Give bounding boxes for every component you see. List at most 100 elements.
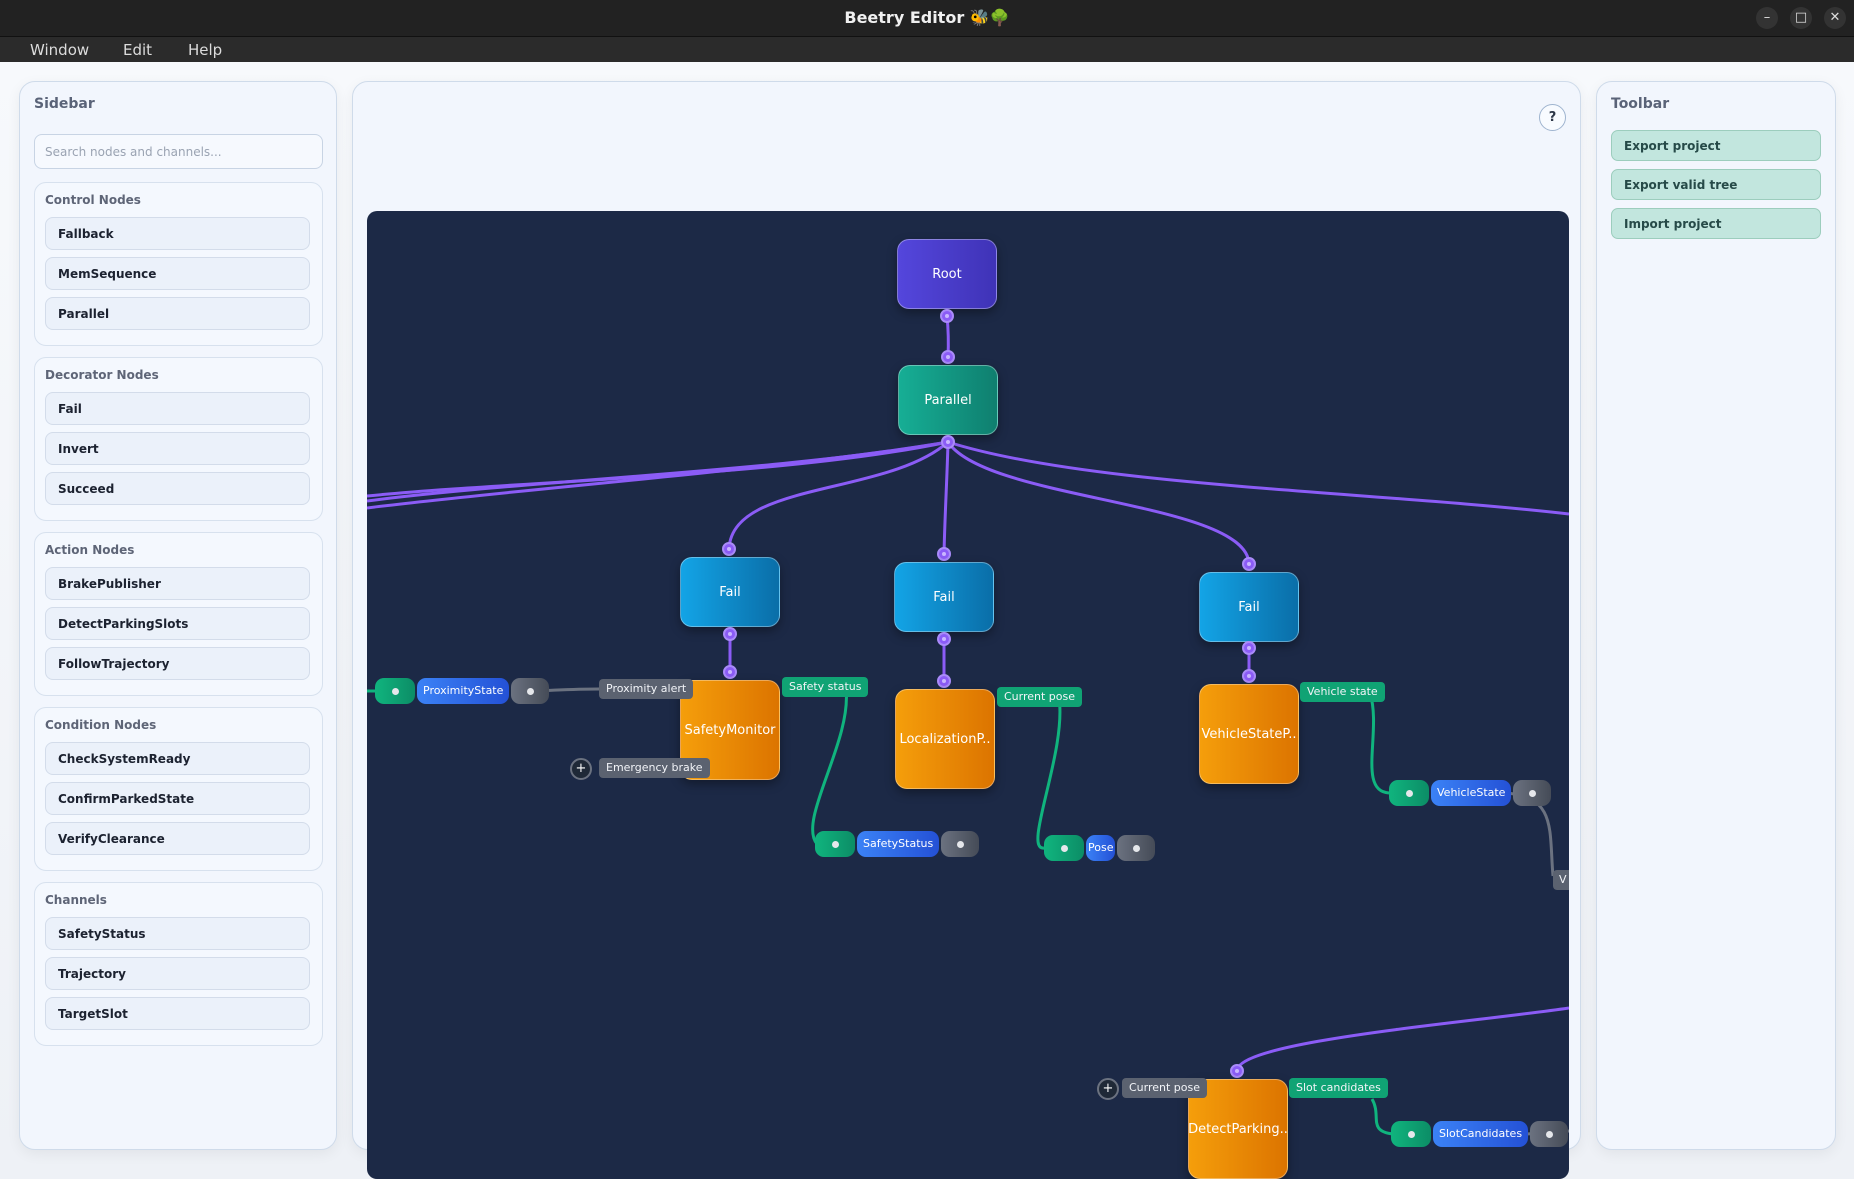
edge-current-pose xyxy=(1036,697,1062,850)
help-button[interactable]: ? xyxy=(1539,104,1566,131)
menu-edit[interactable]: Edit xyxy=(123,41,153,59)
channel-output-handle[interactable] xyxy=(1530,1121,1569,1147)
node-fail-3[interactable]: Fail xyxy=(1199,572,1299,642)
channel-input-handle[interactable] xyxy=(1391,1121,1431,1147)
import-project-button[interactable]: Import project xyxy=(1611,208,1821,239)
toolbar-title: Toolbar xyxy=(1611,96,1670,112)
sidebar-item-fallback[interactable]: Fallback xyxy=(45,217,310,250)
port-fail1-out[interactable] xyxy=(723,627,737,641)
group-title: Action Nodes xyxy=(45,543,135,557)
minimize-button[interactable]: – xyxy=(1756,7,1778,29)
menu-window[interactable]: Window xyxy=(30,41,90,59)
menu-bar: Window Edit Help xyxy=(0,36,1854,62)
input-port-proximity-alert[interactable]: Proximity alert xyxy=(599,679,694,699)
port-vehiclestate-in[interactable] xyxy=(1242,669,1256,683)
search-input[interactable] xyxy=(34,134,323,169)
channel-safety-status[interactable]: SafetyStatus xyxy=(815,831,980,857)
channel-input-handle[interactable] xyxy=(375,678,415,704)
channel-name: SafetyStatus xyxy=(857,831,940,857)
channel-proximity-state[interactable]: ProximityState xyxy=(375,678,550,704)
output-port-vehicle-state[interactable]: Vehicle state xyxy=(1300,682,1385,702)
edge-parallel-offscreen-left2 xyxy=(367,440,949,503)
add-channel-icon[interactable]: + xyxy=(570,758,592,780)
output-port-current-pose[interactable]: Current pose xyxy=(997,687,1083,707)
input-port-current-pose[interactable]: Current pose xyxy=(1122,1078,1208,1098)
edge-parallel-fail1 xyxy=(727,440,949,550)
sidebar-item-memsequence[interactable]: MemSequence xyxy=(45,257,310,290)
channel-name: Pose xyxy=(1086,835,1116,861)
port-fail3-out[interactable] xyxy=(1242,641,1256,655)
channel-pose[interactable]: Pose xyxy=(1044,835,1156,861)
add-channel-icon[interactable]: + xyxy=(1097,1078,1119,1100)
port-parallel-in[interactable] xyxy=(941,350,955,364)
channel-output-handle[interactable] xyxy=(1513,780,1552,806)
group-title: Channels xyxy=(45,893,107,907)
channel-name: VehicleState xyxy=(1431,780,1512,806)
group-action-nodes: Action Nodes BrakePublisher DetectParkin… xyxy=(34,532,323,696)
sidebar-title: Sidebar xyxy=(34,96,95,112)
node-root[interactable]: Root xyxy=(897,239,997,309)
channel-input-handle[interactable] xyxy=(815,831,855,857)
output-port-slot-candidates[interactable]: Slot candidates xyxy=(1289,1078,1388,1098)
sidebar-item-safetystatus[interactable]: SafetyStatus xyxy=(45,917,310,950)
export-project-button[interactable]: Export project xyxy=(1611,130,1821,161)
node-parallel[interactable]: Parallel xyxy=(898,365,998,435)
channel-output-handle[interactable] xyxy=(1117,835,1156,861)
port-localization-in[interactable] xyxy=(937,674,951,688)
output-port-safety-status[interactable]: Safety status xyxy=(782,677,869,697)
sidebar-item-targetslot[interactable]: TargetSlot xyxy=(45,997,310,1030)
port-root-out[interactable] xyxy=(940,309,954,323)
window-title: Beetry Editor 🐝🌳 xyxy=(844,8,1010,27)
edge-vehicle-state xyxy=(1368,692,1390,795)
group-channels: Channels SafetyStatus Trajectory TargetS… xyxy=(34,882,323,1046)
title-bar: Beetry Editor 🐝🌳 – □ ✕ xyxy=(0,0,1854,36)
node-localization[interactable]: LocalizationP.. xyxy=(895,689,995,789)
channel-slot-candidates[interactable]: SlotCandidates xyxy=(1391,1121,1569,1147)
group-title: Decorator Nodes xyxy=(45,368,159,382)
close-button[interactable]: ✕ xyxy=(1824,7,1846,29)
channel-input-handle[interactable] xyxy=(1044,835,1084,861)
edge-offscreen-detectparking xyxy=(1235,1006,1569,1072)
group-title: Condition Nodes xyxy=(45,718,157,732)
sidebar-item-detectparkingslots[interactable]: DetectParkingSlots xyxy=(45,607,310,640)
app-body: Sidebar Control Nodes Fallback MemSequen… xyxy=(0,62,1854,1179)
node-fail-1[interactable]: Fail xyxy=(680,557,780,627)
port-fail1-in[interactable] xyxy=(722,542,736,556)
input-port-clipped[interactable]: V xyxy=(1553,870,1569,890)
channel-name: SlotCandidates xyxy=(1433,1121,1529,1147)
edge-parallel-offscreen-right xyxy=(947,440,1569,516)
port-fail3-in[interactable] xyxy=(1242,557,1256,571)
tree-canvas[interactable]: Root Parallel Fail Fail Fail SafetyMonit… xyxy=(367,211,1569,1179)
port-safetymonitor-in[interactable] xyxy=(723,665,737,679)
sidebar-item-trajectory[interactable]: Trajectory xyxy=(45,957,310,990)
channel-vehicle-state[interactable]: VehicleState xyxy=(1389,780,1552,806)
sidebar-item-parallel[interactable]: Parallel xyxy=(45,297,310,330)
node-vehicle-state[interactable]: VehicleStateP.. xyxy=(1199,684,1299,784)
port-parallel-out[interactable] xyxy=(941,435,955,449)
export-valid-tree-button[interactable]: Export valid tree xyxy=(1611,169,1821,200)
channel-output-handle[interactable] xyxy=(511,678,550,704)
sidebar-item-fail[interactable]: Fail xyxy=(45,392,310,425)
channel-name: ProximityState xyxy=(417,678,510,704)
sidebar-item-invert[interactable]: Invert xyxy=(45,432,310,465)
sidebar-item-brakepublisher[interactable]: BrakePublisher xyxy=(45,567,310,600)
edge-parallel-offscreen-left3 xyxy=(367,440,949,510)
channel-output-handle[interactable] xyxy=(941,831,980,857)
edge-slot-candidates xyxy=(1370,1098,1394,1136)
port-detectparking-in[interactable] xyxy=(1230,1064,1244,1078)
port-fail2-in[interactable] xyxy=(937,547,951,561)
menu-help[interactable]: Help xyxy=(188,41,223,59)
sidebar-item-followtrajectory[interactable]: FollowTrajectory xyxy=(45,647,310,680)
sidebar-item-checksystemready[interactable]: CheckSystemReady xyxy=(45,742,310,775)
sidebar-panel: Sidebar Control Nodes Fallback MemSequen… xyxy=(19,81,337,1150)
sidebar-item-confirmparkedstate[interactable]: ConfirmParkedState xyxy=(45,782,310,815)
maximize-button[interactable]: □ xyxy=(1790,7,1812,29)
input-port-emergency-brake[interactable]: Emergency brake xyxy=(599,758,710,778)
port-fail2-out[interactable] xyxy=(937,632,951,646)
sidebar-item-verifyclearance[interactable]: VerifyClearance xyxy=(45,822,310,855)
edge-parallel-fail2 xyxy=(942,441,950,555)
node-fail-2[interactable]: Fail xyxy=(894,562,994,632)
toolbar-panel: Toolbar Export project Export valid tree… xyxy=(1596,81,1836,1150)
channel-input-handle[interactable] xyxy=(1389,780,1429,806)
sidebar-item-succeed[interactable]: Succeed xyxy=(45,472,310,505)
